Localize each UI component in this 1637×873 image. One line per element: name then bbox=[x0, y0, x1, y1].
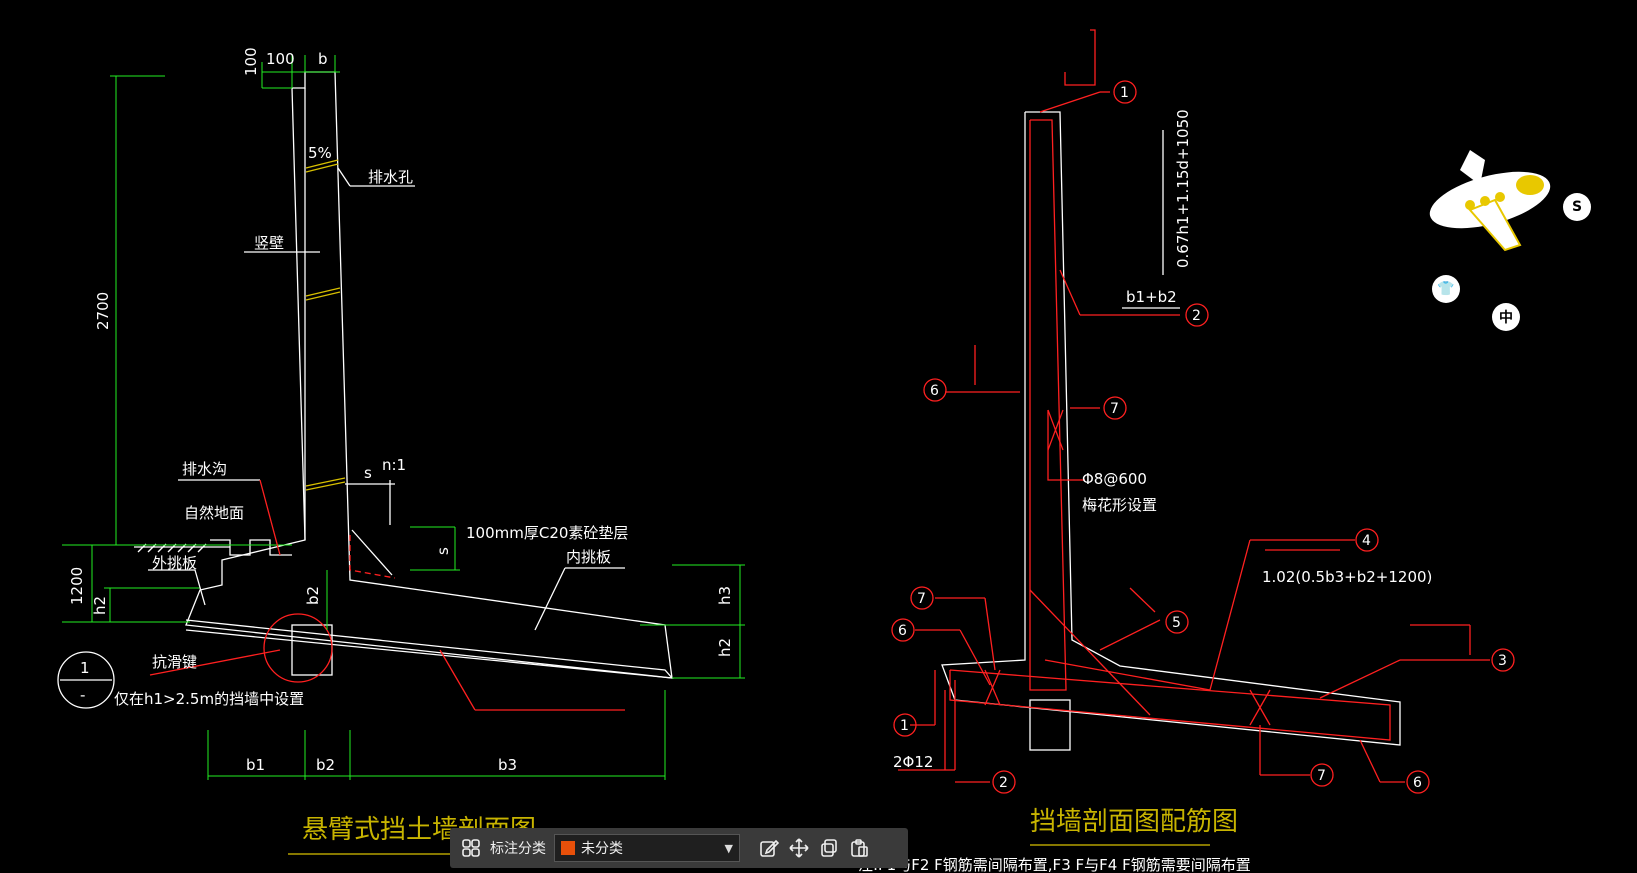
label-b1-b2: b1+b2 bbox=[1126, 288, 1177, 306]
callout-circle-3 bbox=[1491, 648, 1515, 672]
dim-b3: b3 bbox=[498, 756, 517, 774]
callout-4: 4 bbox=[1362, 533, 1371, 549]
category-color-swatch bbox=[561, 841, 575, 855]
chinese-input-badge-icon[interactable]: 中 bbox=[1492, 303, 1520, 331]
rebar-wall-outline bbox=[941, 111, 1401, 746]
callout-7: 7 bbox=[1110, 401, 1119, 417]
move-icon[interactable] bbox=[784, 833, 814, 863]
callout-circle-2 bbox=[1185, 303, 1209, 327]
annotation-category-label: 标注分类 bbox=[490, 841, 546, 857]
callout-circle-1b bbox=[893, 713, 917, 737]
label-vertical-wall: 竖壁 bbox=[254, 234, 284, 252]
label-drain-hole: 排水孔 bbox=[368, 168, 413, 186]
badge-zh-label: 中 bbox=[1499, 310, 1513, 326]
label-s-side: s bbox=[434, 547, 452, 555]
dim-b2: b2 bbox=[316, 756, 335, 774]
airplane-sticker-icon[interactable] bbox=[1424, 150, 1556, 252]
drain-ditch bbox=[210, 539, 292, 556]
right-reinforcement-drawing bbox=[891, 29, 1515, 794]
callout-circle-6c bbox=[1406, 770, 1430, 794]
callout-circle-4 bbox=[1355, 528, 1379, 552]
label-natural-ground: 自然地面 bbox=[184, 504, 244, 522]
dim-h3: h3 bbox=[716, 586, 734, 605]
section-mark bbox=[57, 651, 115, 709]
callout-circle-6 bbox=[923, 378, 947, 402]
grid-menu-icon[interactable] bbox=[456, 833, 486, 863]
dim-100-top: 100 bbox=[266, 50, 295, 68]
shirt-badge-icon[interactable]: 👕 bbox=[1432, 275, 1460, 303]
base-rebar bbox=[949, 669, 1391, 741]
callout-circle-2b bbox=[992, 770, 1016, 794]
dim-1200: 1200 bbox=[68, 567, 86, 605]
dim-2700: 2700 bbox=[94, 292, 112, 330]
vertical-rebar bbox=[1029, 119, 1067, 691]
label-cushion-layer: 100mm厚C20素砼垫层 bbox=[466, 524, 628, 542]
dim-h2-right: h2 bbox=[716, 638, 734, 657]
dim-h2-left: h2 bbox=[91, 596, 109, 615]
label-n-ratio: n:1 bbox=[382, 456, 406, 474]
dim-b2-vertical: b2 bbox=[304, 586, 322, 605]
copy-icon[interactable] bbox=[814, 833, 844, 863]
label-drain-ditch: 排水沟 bbox=[182, 460, 227, 478]
label-inner-heel: 内挑板 bbox=[566, 548, 611, 566]
edit-icon[interactable] bbox=[754, 833, 784, 863]
callout-6b: 6 bbox=[898, 623, 907, 639]
right-title: 挡墙剖面图配筋图 bbox=[1030, 807, 1238, 837]
chevron-down-icon: ▼ bbox=[724, 841, 733, 855]
label-outer-toe: 外挑板 bbox=[152, 554, 197, 572]
callout-7b: 7 bbox=[917, 591, 926, 607]
callout-circle-7 bbox=[1103, 396, 1127, 420]
callout-circle-7c bbox=[1310, 763, 1334, 787]
dim-b: b bbox=[318, 50, 328, 68]
section-mark-bottom: - bbox=[80, 686, 85, 704]
paste-icon[interactable] bbox=[844, 833, 874, 863]
label-s-top: s bbox=[364, 464, 372, 482]
section-mark-top: 1 bbox=[80, 659, 90, 677]
rebar-spec: Φ8@600 bbox=[1082, 470, 1147, 488]
label-two-phi12: 2Φ12 bbox=[893, 753, 933, 771]
callout-2: 2 bbox=[1192, 308, 1201, 324]
category-select[interactable]: 未分类 ▼ bbox=[554, 834, 740, 862]
left-section-drawing bbox=[57, 55, 745, 780]
callout-1: 1 bbox=[1120, 85, 1129, 101]
category-select-value: 未分类 bbox=[581, 841, 623, 857]
dim-100-side: 100 bbox=[242, 47, 260, 76]
callout-6: 6 bbox=[930, 383, 939, 399]
callout-1b: 1 bbox=[900, 718, 909, 734]
slope-5pct: 5% bbox=[308, 144, 332, 162]
callout-3: 3 bbox=[1498, 653, 1507, 669]
callout-7c: 7 bbox=[1317, 768, 1326, 784]
footing-outline bbox=[185, 619, 674, 679]
label-plum-layout: 梅花形设置 bbox=[1082, 496, 1157, 514]
label-shear-key-note: 仅在h1>2.5m的挡墙中设置 bbox=[114, 690, 304, 708]
badge-s-label: S bbox=[1571, 199, 1583, 215]
annotation-toolbar: 标注分类 未分类 ▼ bbox=[450, 828, 908, 868]
wall-outline bbox=[185, 71, 673, 679]
callout-5: 5 bbox=[1172, 615, 1181, 631]
callout-2b: 2 bbox=[999, 775, 1008, 791]
callout-circle-1 bbox=[1113, 80, 1137, 104]
dim-b1: b1 bbox=[246, 756, 265, 774]
formula-heel: 1.02(0.5b3+b2+1200) bbox=[1262, 568, 1432, 586]
formula-vertical: 0.67h1+1.15d+1050 bbox=[1174, 109, 1192, 268]
sogou-s-badge-icon[interactable]: S bbox=[1563, 193, 1591, 221]
bottom-note: 注:F1与F2 F钢筋需间隔布置,F3 F与F4 F钢筋需要间隔布置 bbox=[858, 856, 1251, 873]
callout-circle-7b bbox=[910, 586, 934, 610]
label-shear-key: 抗滑键 bbox=[152, 653, 197, 671]
callout-6c: 6 bbox=[1413, 775, 1422, 791]
shear-key-circle bbox=[263, 613, 333, 683]
callout-circle-5 bbox=[1165, 610, 1189, 634]
callout-circle-6b bbox=[891, 618, 915, 642]
